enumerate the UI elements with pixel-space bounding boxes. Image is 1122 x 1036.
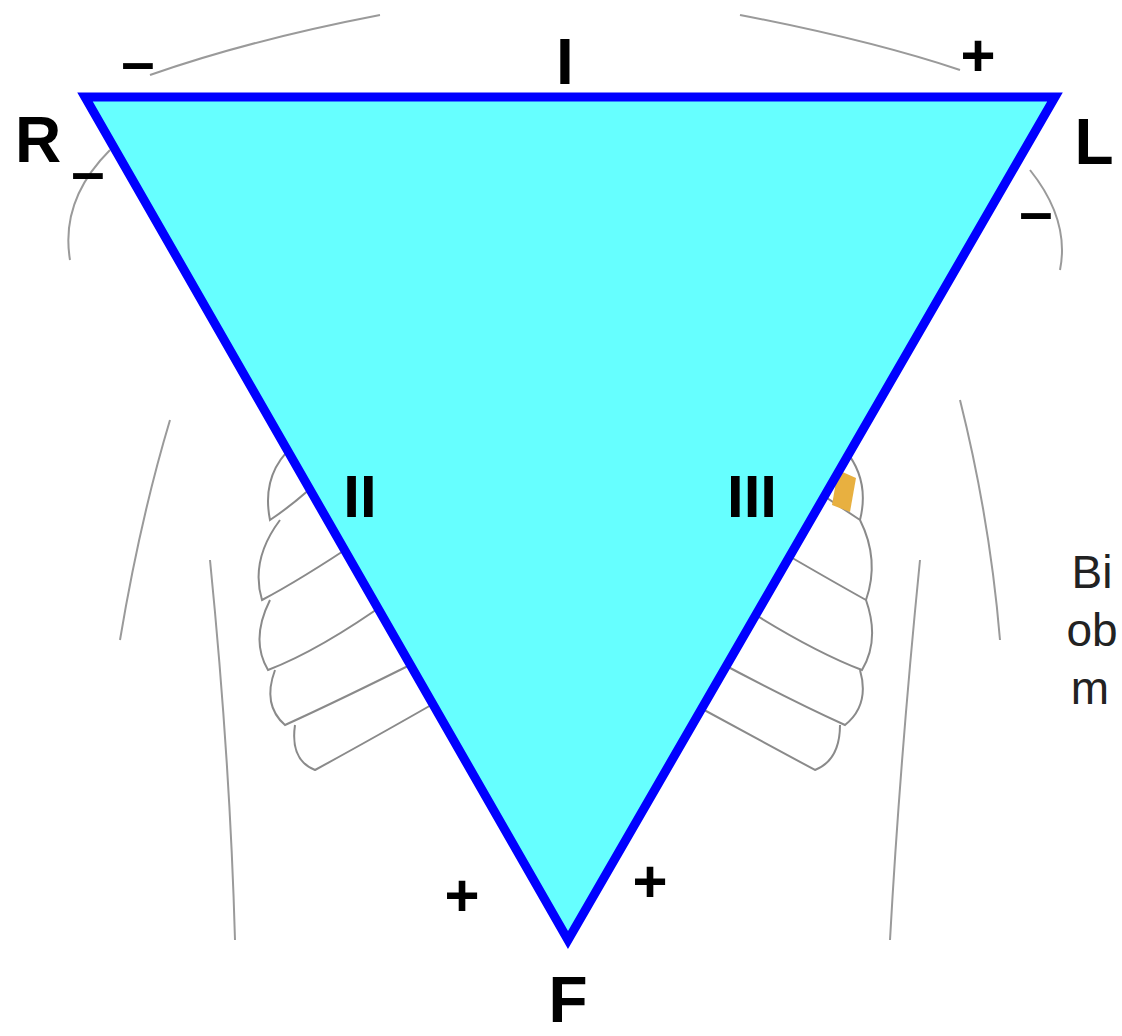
polarity-sign: + [632, 852, 667, 912]
electrode-label: R [15, 108, 61, 172]
arm-outline [120, 420, 170, 640]
text-fragment: Bi [1072, 549, 1113, 595]
polarity-sign: – [71, 142, 104, 202]
electrode-label: F [548, 968, 587, 1032]
einthoven-triangle [85, 97, 1055, 940]
shoulder-line [740, 15, 960, 70]
polarity-sign: + [444, 866, 479, 926]
lead-label: III [727, 467, 777, 527]
polarity-sign: – [1019, 182, 1052, 242]
text-fragment: ob [1066, 607, 1117, 653]
torso-outline [890, 560, 920, 940]
lead-label: I [556, 30, 574, 94]
polarity-sign: – [121, 32, 154, 92]
arm-outline [960, 400, 1000, 640]
shoulder-line [150, 15, 380, 75]
electrode-label: L [1074, 110, 1113, 174]
polarity-sign: + [960, 26, 995, 86]
lead-label: II [343, 467, 376, 527]
torso-outline [210, 560, 235, 940]
text-fragment: m [1071, 665, 1109, 711]
